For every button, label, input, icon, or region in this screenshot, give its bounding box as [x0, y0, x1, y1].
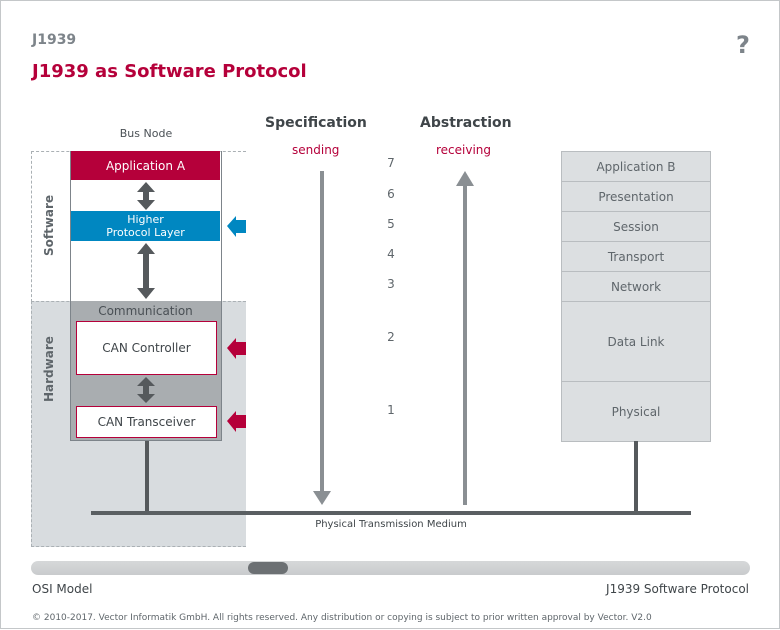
osi-layer-session[interactable]: Session — [561, 211, 711, 242]
copyright-notice: © 2010-2017. Vector Informatik GmbH. All… — [32, 613, 652, 623]
bus-node-label: Bus Node — [119, 127, 173, 140]
slider-right-label: J1939 Software Protocol — [606, 582, 749, 596]
layer-number-6: 6 — [387, 187, 395, 201]
bus-medium-line — [91, 511, 691, 515]
bus-node-box — [70, 151, 222, 441]
view-slider-thumb[interactable] — [248, 562, 289, 574]
layer-number-5: 5 — [387, 217, 395, 231]
double-arrow-icon — [137, 182, 155, 210]
specification-heading: Specification — [265, 115, 367, 131]
can-transceiver[interactable]: CAN Transceiver — [76, 406, 217, 438]
receiving-label: receiving — [436, 143, 492, 157]
layer-number-1: 1 — [387, 403, 395, 417]
layer-number-7: 7 — [387, 156, 395, 170]
view-slider-track[interactable] — [31, 561, 750, 575]
double-arrow-icon — [137, 377, 155, 403]
slider-left-label: OSI Model — [32, 582, 93, 596]
osi-layer-transport[interactable]: Transport — [561, 241, 711, 272]
sending-label: sending — [292, 143, 340, 157]
osi-layer-data-link[interactable]: Data Link — [561, 301, 711, 382]
can-controller[interactable]: CAN Controller — [76, 321, 217, 375]
double-arrow-icon — [137, 243, 155, 299]
node-a-drop-line — [145, 441, 149, 513]
red-pointer-arrow-icon — [227, 411, 246, 432]
page-title: J1939 as Software Protocol — [32, 61, 307, 82]
blue-pointer-arrow-icon — [227, 216, 246, 237]
receiving-arrow-icon — [456, 171, 474, 505]
communication-label: Communication — [98, 304, 193, 318]
node-b-drop-line — [634, 441, 638, 513]
sending-arrow-icon — [313, 171, 331, 505]
layer-number-2: 2 — [387, 330, 395, 344]
physical-medium-label: Physical Transmission Medium — [315, 519, 467, 530]
higher-protocol-layer[interactable]: Higher Protocol Layer — [71, 211, 220, 241]
application-a-layer[interactable]: Application A — [71, 151, 220, 180]
layer-number-3: 3 — [387, 277, 395, 291]
layer-number-4: 4 — [387, 247, 395, 261]
osi-layer-presentation[interactable]: Presentation — [561, 181, 711, 212]
hpl-line-1: Higher — [127, 213, 164, 226]
abstraction-heading: Abstraction — [420, 115, 512, 131]
help-icon[interactable]: ? — [736, 31, 750, 59]
breadcrumb: J1939 — [32, 32, 77, 48]
hpl-line-2: Protocol Layer — [106, 226, 185, 239]
red-pointer-arrow-icon — [227, 338, 246, 359]
